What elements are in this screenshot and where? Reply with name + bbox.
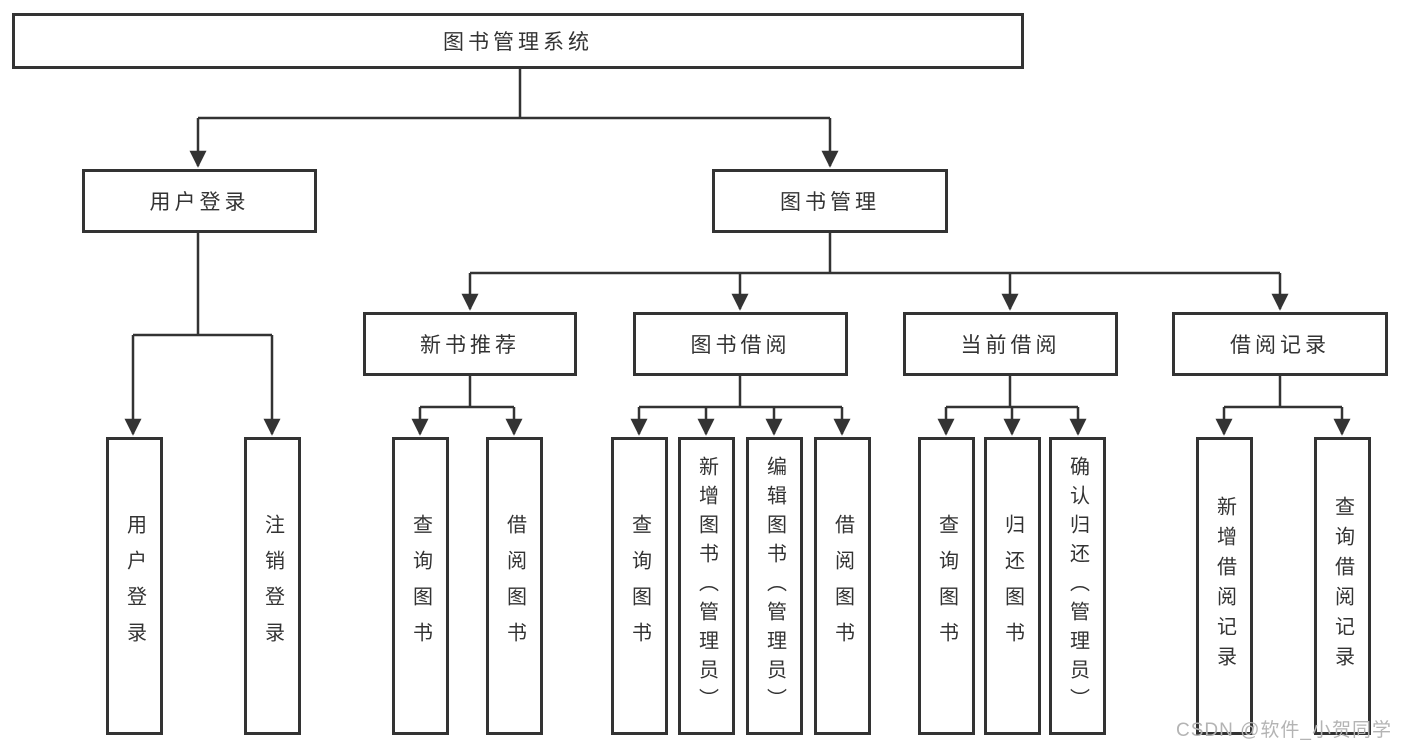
leaf-borrow-book: 借阅图书 [814, 437, 871, 735]
node-book-borrow: 图书借阅 [633, 312, 848, 376]
connector-trunks [133, 69, 1342, 409]
node-book-management: 图书管理 [712, 169, 948, 233]
leaf-logout: 注销登录 [244, 437, 301, 735]
leaf-edit-book-admin: 编辑图书（管理员） [746, 437, 803, 735]
node-root: 图书管理系统 [12, 13, 1024, 69]
node-current-borrow: 当前借阅 [903, 312, 1118, 376]
node-new-book-recommend: 新书推荐 [363, 312, 577, 376]
leaf-add-borrow-record: 新增借阅记录 [1196, 437, 1253, 735]
leaf-borrow-book-recommend: 借阅图书 [486, 437, 543, 735]
node-borrow-records: 借阅记录 [1172, 312, 1388, 376]
node-user-login: 用户登录 [82, 169, 317, 233]
leaf-user-login: 用户登录 [106, 437, 163, 735]
leaf-query-book-recommend: 查询图书 [392, 437, 449, 735]
leaf-query-borrow-record: 查询借阅记录 [1314, 437, 1371, 735]
leaf-query-book-borrow: 查询图书 [611, 437, 668, 735]
leaf-query-book-current: 查询图书 [918, 437, 975, 735]
leaf-return-book: 归还图书 [984, 437, 1041, 735]
csdn-watermark: CSDN @软件_小贺同学 [1176, 720, 1392, 741]
leaf-confirm-return-admin: 确认归还（管理员） [1049, 437, 1106, 735]
leaf-add-book-admin: 新增图书（管理员） [678, 437, 735, 735]
